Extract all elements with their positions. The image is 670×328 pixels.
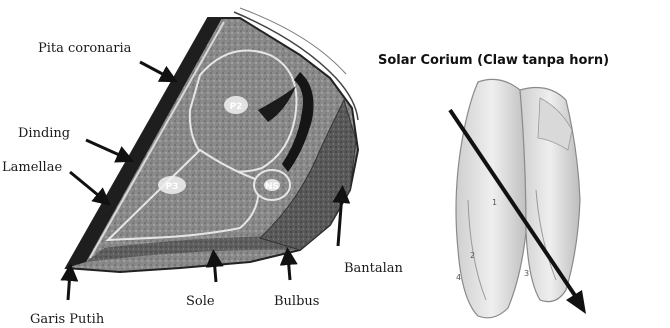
label-garis-putih: Garis Putih [30, 312, 105, 327]
bone-label-p3: P3 [166, 182, 179, 192]
label-dinding: Dinding [18, 126, 70, 141]
claw-marker-1: 1 [492, 198, 497, 207]
claw-marker-3: 3 [524, 269, 529, 278]
claw-illustration: 1 2 3 4 [456, 79, 580, 317]
arrow-lamellae [70, 172, 104, 200]
bone-label-p2: P2 [230, 102, 243, 112]
label-sole: Sole [186, 294, 215, 309]
label-lamellae: Lamellae [2, 160, 62, 175]
label-bantalan: Bantalan [344, 261, 404, 276]
claw-marker-4: 4 [456, 273, 461, 282]
claw-marker-2: 2 [470, 251, 475, 260]
right-diagram-title: Solar Corium (Claw tanpa horn) [378, 53, 609, 68]
label-pita-coronaria: Pita coronaria [38, 41, 132, 56]
label-bulbus: Bulbus [274, 294, 319, 309]
arrow-garis-putih [68, 272, 70, 300]
arrow-bulbus [288, 256, 290, 280]
arrow-dinding [86, 140, 126, 158]
bone-label-ns: NS [265, 182, 279, 192]
arrow-sole [214, 258, 216, 282]
arrow-pita-coronaria [140, 62, 170, 78]
